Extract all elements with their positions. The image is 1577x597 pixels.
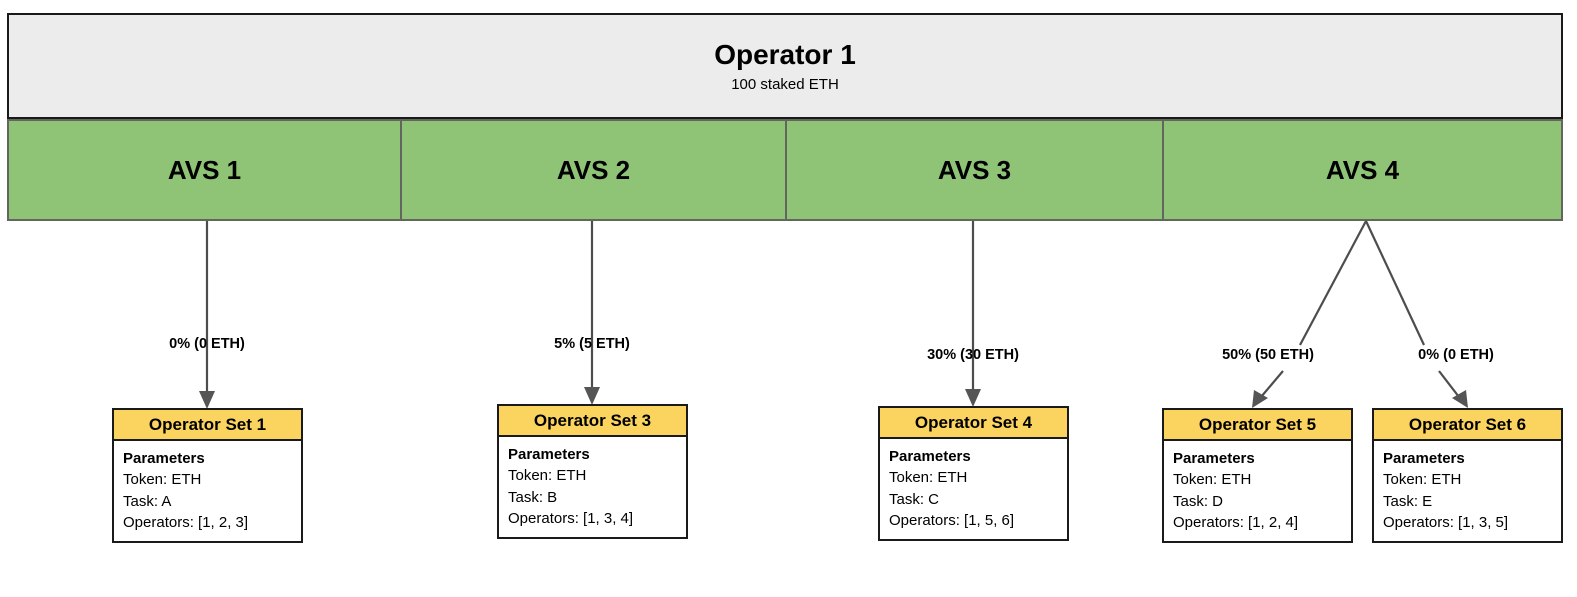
edge-avs1-to-opset1 bbox=[199, 221, 215, 409]
operator-set-card-5[interactable]: Operator Set 5 Parameters Token: ETH Tas… bbox=[1162, 408, 1353, 544]
operator-set-body-4: Parameters Token: ETH Task: C Operators:… bbox=[878, 439, 1069, 542]
operator-name: Operator 1 bbox=[714, 39, 856, 71]
operator-set-title-3: Operator Set 3 bbox=[497, 404, 688, 437]
avs-box-2[interactable]: AVS 2 bbox=[400, 119, 787, 221]
params-token-3: Token: ETH bbox=[508, 467, 587, 485]
params-task-4: Task: C bbox=[889, 490, 940, 508]
operator-set-title-4: Operator Set 4 bbox=[878, 406, 1069, 439]
edge-label-avs1: 0% (0 ETH) bbox=[169, 336, 245, 352]
operator-set-title-6: Operator Set 6 bbox=[1372, 408, 1563, 441]
edge-avs4-to-opset5 bbox=[1252, 220, 1367, 408]
params-task-1: Task: A bbox=[123, 492, 172, 510]
operator-set-body-1: Parameters Token: ETH Task: A Operators:… bbox=[112, 441, 303, 544]
edge-label-avs4-opset6: 0% (0 ETH) bbox=[1418, 347, 1494, 363]
params-token-4: Token: ETH bbox=[889, 469, 968, 487]
edge-label-avs3: 30% (30 ETH) bbox=[927, 347, 1019, 363]
params-heading-1: Parameters bbox=[123, 450, 205, 467]
edge-avs3-to-opset4 bbox=[965, 221, 981, 407]
params-operators-1: Operators: [1, 2, 3] bbox=[123, 513, 249, 531]
avs-row: AVS 1 AVS 2 AVS 3 AVS 4 bbox=[7, 119, 1563, 221]
avs-box-4[interactable]: AVS 4 bbox=[1162, 119, 1563, 221]
params-token-5: Token: ETH bbox=[1173, 471, 1252, 489]
params-operators-5: Operators: [1, 2, 4] bbox=[1173, 513, 1299, 531]
avs-label-2: AVS 2 bbox=[556, 154, 631, 185]
edge-avs2-to-opset3 bbox=[584, 221, 600, 405]
operator-set-body-5: Parameters Token: ETH Task: D Operators:… bbox=[1162, 441, 1353, 544]
params-task-3: Task: B bbox=[508, 488, 558, 506]
params-operators-3: Operators: [1, 3, 4] bbox=[508, 509, 634, 527]
avs-label-4: AVS 4 bbox=[1325, 154, 1400, 185]
params-heading-5: Parameters bbox=[1173, 450, 1255, 467]
operator-set-body-3: Parameters Token: ETH Task: B Operators:… bbox=[497, 437, 688, 540]
operator-header-box: Operator 1 100 staked ETH bbox=[7, 13, 1563, 119]
avs-box-3[interactable]: AVS 3 bbox=[785, 119, 1164, 221]
operator-set-body-6: Parameters Token: ETH Task: E Operators:… bbox=[1372, 441, 1563, 544]
operator-set-title-1: Operator Set 1 bbox=[112, 408, 303, 441]
params-heading-4: Parameters bbox=[889, 448, 971, 465]
avs-label-1: AVS 1 bbox=[167, 154, 242, 185]
params-token-6: Token: ETH bbox=[1383, 471, 1462, 489]
params-operators-4: Operators: [1, 5, 6] bbox=[889, 511, 1015, 529]
params-task-5: Task: D bbox=[1173, 492, 1224, 510]
params-operators-6: Operators: [1, 3, 5] bbox=[1383, 513, 1509, 531]
edge-avs4-to-opset6 bbox=[1365, 220, 1468, 408]
avs-box-1[interactable]: AVS 1 bbox=[7, 119, 402, 221]
operator-set-card-4[interactable]: Operator Set 4 Parameters Token: ETH Tas… bbox=[878, 406, 1069, 542]
operator-stake: 100 staked ETH bbox=[731, 75, 839, 93]
edge-label-avs4-opset5: 50% (50 ETH) bbox=[1222, 347, 1314, 363]
params-heading-3: Parameters bbox=[508, 446, 590, 463]
params-task-6: Task: E bbox=[1383, 492, 1433, 510]
operator-set-card-6[interactable]: Operator Set 6 Parameters Token: ETH Tas… bbox=[1372, 408, 1563, 544]
params-token-1: Token: ETH bbox=[123, 471, 202, 489]
operator-set-card-3[interactable]: Operator Set 3 Parameters Token: ETH Tas… bbox=[497, 404, 688, 540]
avs-label-3: AVS 3 bbox=[937, 154, 1012, 185]
operator-set-card-1[interactable]: Operator Set 1 Parameters Token: ETH Tas… bbox=[112, 408, 303, 544]
operator-set-title-5: Operator Set 5 bbox=[1162, 408, 1353, 441]
edge-label-avs2: 5% (5 ETH) bbox=[554, 336, 630, 352]
params-heading-6: Parameters bbox=[1383, 450, 1465, 467]
